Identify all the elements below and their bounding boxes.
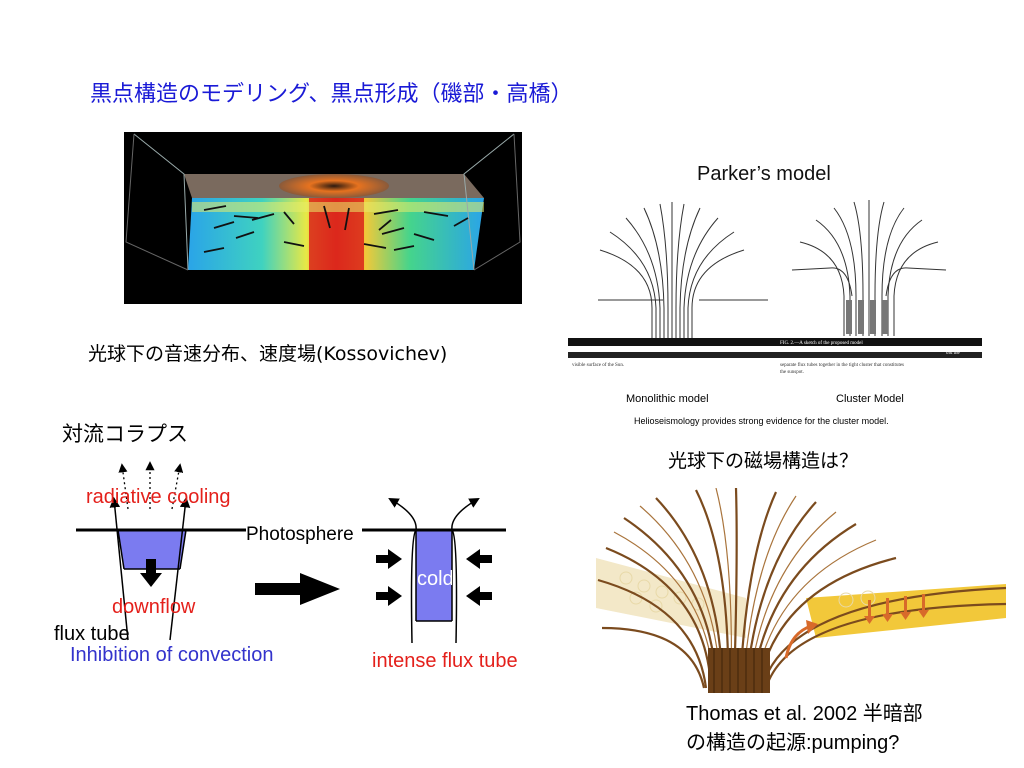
downflow-label: downflow: [112, 596, 196, 618]
parker-fig-text-2: separate flux tubes together in the tigh…: [780, 363, 904, 368]
subsurface-question: 光球下の磁場構造は？: [668, 450, 859, 472]
parker-fig-text-1: visible surface of the Sun.: [572, 363, 624, 368]
inhibition-label: Inhibition of convection: [70, 644, 274, 666]
helioseismology-note: Helioseismology provides strong evidence…: [634, 416, 889, 426]
flux-tube-label: flux tube: [54, 623, 130, 645]
convective-collapse-diagram: [76, 461, 506, 644]
parker-fig-text-3: the sunspot.: [780, 370, 804, 375]
parker-fig-fragment: old the: [946, 351, 961, 356]
radiative-cooling-label: radiative cooling: [86, 486, 231, 508]
monolithic-model-label: Monolithic model: [626, 393, 709, 405]
simulation-image: [124, 132, 522, 304]
cold-label-clip: cold: [417, 568, 452, 598]
intense-flux-tube-label: intense flux tube: [372, 650, 518, 672]
cold-label: cold: [417, 568, 452, 590]
penumbra-illustration: [596, 488, 1006, 693]
thomas-caption-line-1: Thomas et al. 2002 半暗部: [686, 703, 923, 725]
parker-heading: Parker’s model: [697, 163, 831, 185]
slide-title: 黒点構造のモデリング、黒点形成（磯部・高橋）: [90, 82, 573, 107]
thomas-caption-line-2: の構造の起源:pumping?: [686, 732, 900, 754]
convection-heading: 対流コラプス: [62, 422, 188, 446]
simulation-caption: 光球下の音速分布、速度場(Kossovichev): [88, 343, 448, 365]
cluster-model-label: Cluster Model: [836, 393, 904, 405]
photosphere-label: Photosphere: [246, 524, 354, 545]
parker-fig-caption: FIG. 2.—A sketch of the proposed model: [780, 341, 863, 346]
parker-model-figure: FIG. 2.—A sketch of the proposed model o…: [568, 200, 982, 375]
